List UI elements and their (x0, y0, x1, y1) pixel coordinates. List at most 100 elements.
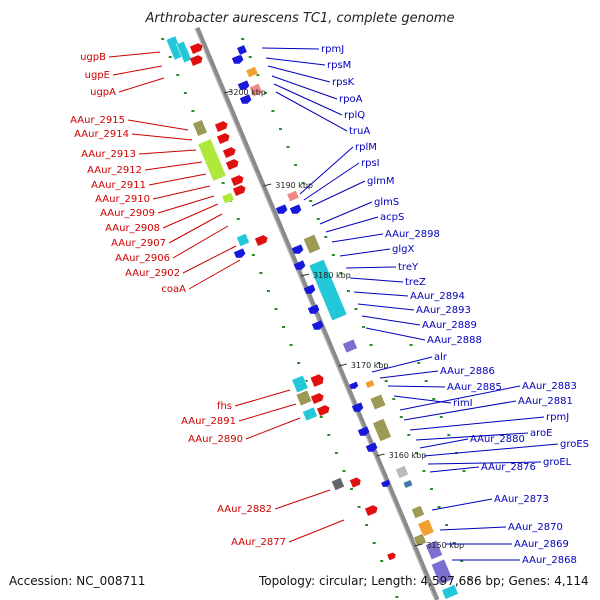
genome-backbone-highlight (194, 27, 436, 600)
map-title: Arthrobacter aurescens TC1, complete gen… (145, 11, 455, 26)
label-connector (325, 216, 379, 233)
gene-label-left: ugpA (90, 87, 116, 98)
guide-dot (460, 560, 464, 562)
guide-dot (362, 326, 366, 328)
guide-dot (282, 326, 286, 328)
label-connector (148, 173, 207, 186)
guide-dot (334, 452, 338, 454)
gene-arrow (381, 479, 391, 487)
guide-dot (301, 182, 305, 184)
guide-dot (289, 344, 293, 346)
gene-label-right: rpmJ (321, 44, 344, 55)
gene-feature (308, 258, 348, 322)
label-connector (108, 51, 161, 58)
gene-feature (369, 393, 387, 411)
guide-dot (432, 398, 436, 400)
guide-dot (309, 200, 313, 202)
gene-label-left: AAur_2907 (111, 238, 166, 249)
gene-label-left: AAur_2911 (91, 180, 146, 191)
gene-label-right: AAur_2885 (447, 382, 502, 393)
gene-label-right: groES (560, 439, 589, 450)
label-connector (261, 47, 320, 50)
gene-feature (331, 477, 345, 491)
gene-label-left: ugpB (80, 52, 106, 63)
guide-dot (339, 272, 343, 274)
gene-feature (176, 40, 192, 64)
guide-dot (319, 416, 323, 418)
guide-dot (447, 434, 451, 436)
gene-label-right: AAur_2889 (422, 320, 477, 331)
gene-arrow (254, 235, 268, 247)
label-connector (379, 370, 439, 379)
gene-label-left: AAur_2914 (74, 129, 129, 140)
gene-label-right: AAur_2888 (427, 335, 482, 346)
gene-feature (236, 44, 248, 56)
label-connector (345, 266, 397, 269)
gene-arrow (310, 374, 324, 387)
gene-label-right: rimI (453, 398, 473, 409)
guide-dot (304, 380, 308, 382)
label-connector (188, 259, 241, 290)
gene-feature (245, 66, 259, 78)
label-connector (399, 385, 521, 411)
guide-dot (176, 74, 180, 76)
left-gene-labels: ugpBugpEugpAAAur_2915AAur_2914AAur_2913A… (70, 51, 345, 548)
label-connector (157, 195, 215, 214)
gene-arrow (289, 204, 302, 214)
guide-dot (248, 56, 252, 58)
guide-dot (422, 470, 426, 472)
gene-feature (364, 379, 376, 389)
gene-arrow (293, 260, 306, 270)
gene-label-right: rplM (355, 142, 377, 153)
gene-arrow (222, 147, 236, 159)
guide-dot (414, 452, 418, 454)
label-connector (131, 133, 193, 141)
label-connector (168, 213, 223, 244)
gene-label-right: aroE (530, 428, 552, 439)
label-connector (172, 225, 229, 259)
label-connector (429, 466, 480, 473)
scale-tick-label: 3200 kbp (228, 88, 266, 97)
guide-dot (251, 254, 255, 256)
gene-label-left: coaA (161, 284, 186, 295)
label-connector (245, 417, 301, 440)
gene-label-left: AAur_2882 (217, 504, 272, 515)
guide-dot (417, 362, 421, 364)
scale-tick-mark (300, 273, 310, 277)
label-connector (339, 248, 391, 257)
right-gene-labels: rpmJrpsMrpsKrpoArplQtruArplMrpsIglmMglmS… (261, 44, 589, 566)
gene-arrow (365, 442, 378, 452)
guide-dot (430, 488, 434, 490)
gene-arrow (387, 552, 396, 561)
guide-dot (183, 92, 187, 94)
guide-dot (424, 380, 428, 382)
guide-dot (263, 92, 267, 94)
gene-feature (221, 192, 235, 204)
label-connector (127, 119, 189, 131)
gene-label-right: AAur_2894 (410, 291, 465, 302)
gene-arrow (233, 248, 246, 258)
label-connector (288, 519, 345, 543)
guide-dot (259, 272, 263, 274)
guide-dot (286, 146, 290, 148)
gene-feature (192, 119, 208, 137)
gene-label-right: alr (434, 352, 448, 363)
guide-dot (316, 218, 320, 220)
label-connector (118, 77, 165, 93)
guide-dot (384, 380, 388, 382)
gene-label-right: acpS (380, 212, 404, 223)
label-connector (267, 65, 331, 83)
scale-tick-mark (414, 543, 423, 547)
gene-label-right: AAur_2876 (481, 462, 536, 473)
guide-dot (369, 344, 373, 346)
label-connector (144, 161, 203, 171)
gene-label-right: glmS (374, 197, 399, 208)
guide-dot (191, 110, 195, 112)
guide-dot (274, 308, 278, 310)
genome-summary-text: Topology: circular; Length: 4,597,686 bp… (259, 574, 589, 588)
guide-dot (271, 110, 275, 112)
guide-dot (342, 470, 346, 472)
gene-label-right: treZ (405, 277, 426, 288)
gene-feature (402, 479, 414, 489)
scale-tick-label: 3190 kbp (275, 181, 313, 190)
